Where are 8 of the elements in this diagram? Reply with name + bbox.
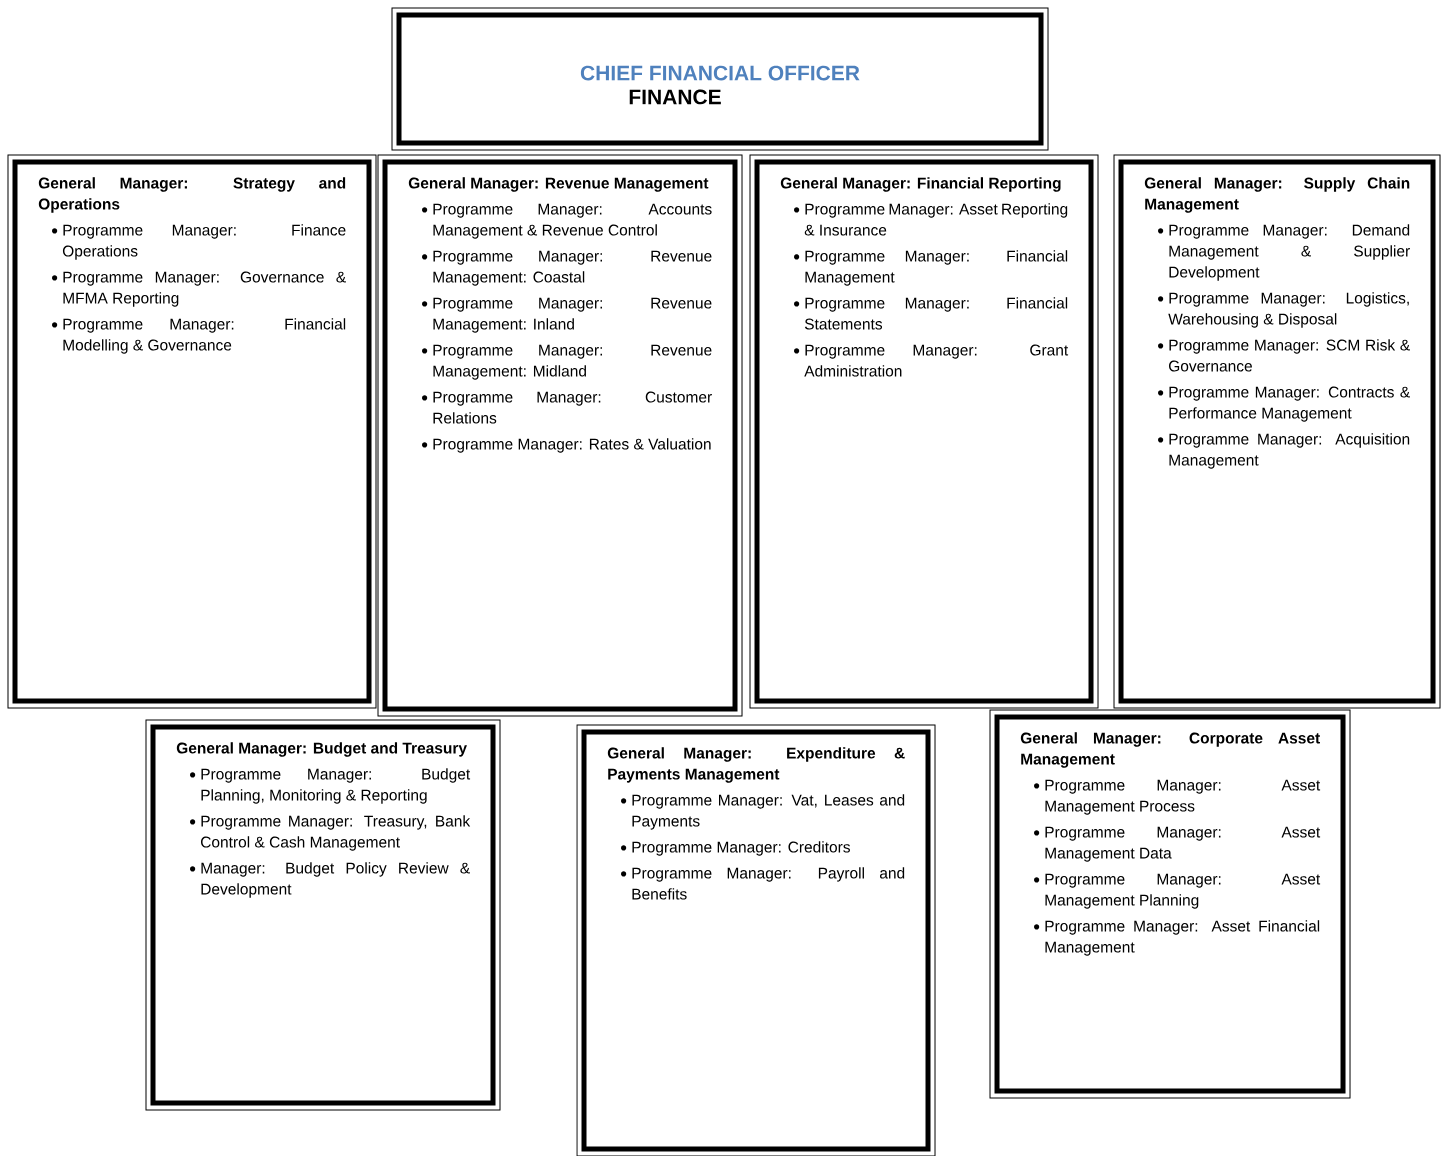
manager-box: General Manager: Strategy and Operations Programme Manager: Finance Operations Programme Manager: Governance & MFMA Reporting Programme Manager: Financial Modelling & Governance	[7, 154, 377, 709]
manager-box: General Manager: Corporate Asset Management Programme Manager: Asset Management Process Programme Manager: Asset Management Data Programme Manager: Asset Management Planning Programme Manager: Asset Financial Management	[989, 709, 1351, 1099]
manager-box: General Manager: Expenditure & Payments Management Programme Manager: Vat, Leases and Payments Programme Manager: Creditors Programme Manager: Payroll and Benefits	[576, 724, 936, 1156]
manager-box: General Manager: Revenue Management Programme Manager: Accounts Management & Revenue Control Programme Manager: Revenue Management: Coastal Programme Manager: Revenue Management: Inland Programme Manager: Revenue Management: Midland Programme Manager: Customer Relations Programme Manager: Rates & Valuation	[377, 154, 743, 717]
manager-box: General Manager: Financial Reporting Programme Manager: Asset Reporting & Insurance Programme Manager: Financial Management Programme Manager: Financial Statements Programme Manager: Grant Administration	[749, 154, 1099, 709]
manager-box: General Manager: Budget and Treasury Programme Manager: Budget Planning, Monitoring & Reporting Programme Manager: Treasury, Bank Control & Cash Management Manager: Budget Policy Review & Development	[145, 719, 501, 1111]
manager-box: CHIEF FINANCIAL OFFICER FINANCE	[391, 7, 1049, 151]
manager-box: General Manager: Supply Chain Management Programme Manager: Demand Management & Supplier Development Programme Manager: Logistics, Warehousing & Disposal Programme Manager: SCM Risk & Governance Programme Manager: Contracts & Performance Management Programme Manager: Acquisition Management	[1113, 154, 1441, 709]
